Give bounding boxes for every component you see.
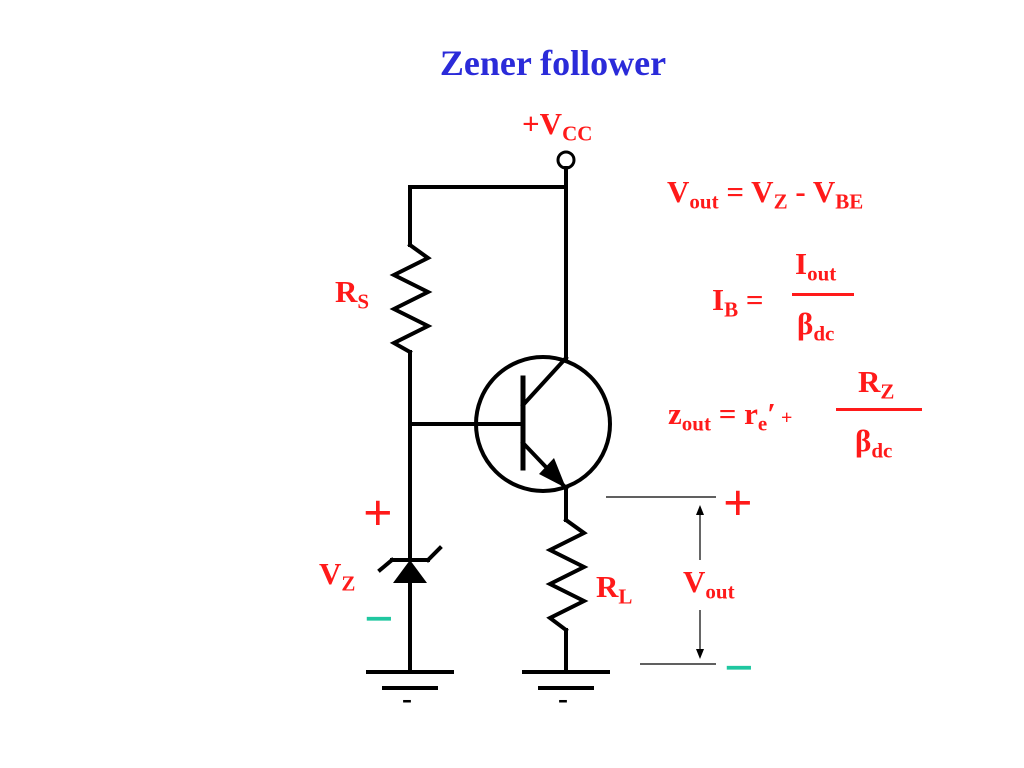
equation-ib-numerator: Iout xyxy=(795,246,837,286)
ground-right-mark: - xyxy=(558,682,568,715)
vcc-terminal xyxy=(556,150,576,170)
zener-bar-tail-right xyxy=(425,545,443,563)
vout-arrow-down xyxy=(696,649,704,659)
resistor-rl xyxy=(545,517,589,633)
equation-zout-lhs: zout = re′ + xyxy=(668,396,793,436)
page-title: Zener follower xyxy=(439,43,667,83)
vcc-label: +VCC xyxy=(522,106,593,146)
transistor-body xyxy=(474,355,612,493)
equation-ib-denominator: βdc xyxy=(797,306,835,346)
equation-zout-fraction-bar xyxy=(836,408,922,411)
top-wire xyxy=(408,185,568,247)
zener-bar-tail-left xyxy=(377,557,395,573)
equation-zout-denominator: βdc xyxy=(855,423,893,463)
equation-zout-numerator: RZ xyxy=(858,364,895,404)
zener-minus-sign: − xyxy=(364,591,394,648)
equation-vout: Vout = VZ - VBE xyxy=(667,174,864,214)
emitter-arrow xyxy=(539,458,566,488)
vz-label: VZ xyxy=(319,556,356,596)
vout-label: Vout xyxy=(683,564,735,604)
zener-triangle xyxy=(393,560,427,583)
rl-label: RL xyxy=(596,569,633,609)
transistor-collector xyxy=(520,355,569,408)
output-plus-sign: + xyxy=(723,475,753,532)
resistor-rs xyxy=(389,242,433,355)
equation-ib-lhs: IB = xyxy=(712,282,764,322)
output-minus-sign: − xyxy=(724,640,754,697)
rs-label: RS xyxy=(335,274,370,314)
zener-plus-sign: + xyxy=(363,485,393,542)
equation-ib-fraction-bar xyxy=(792,293,854,296)
ground-left-mark: - xyxy=(402,682,412,715)
vout-arrow-up xyxy=(696,505,704,515)
